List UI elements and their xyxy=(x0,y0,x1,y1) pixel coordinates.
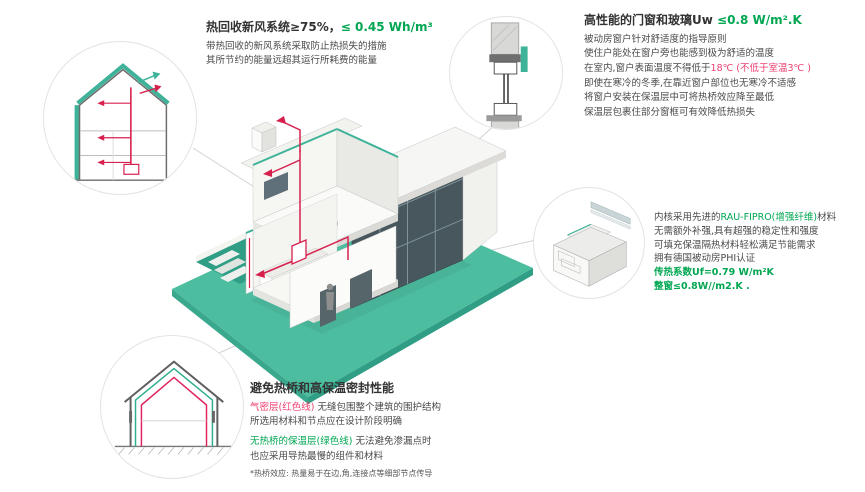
body-line: 所选用材料和节点应在设计阶段明确 xyxy=(250,416,403,428)
heat-recovery-unit xyxy=(291,239,307,265)
thermal-bridge-note: *热桥效应: 热量易于在边,角,连接点等细部节点传导 xyxy=(250,469,433,479)
windows-title: 高性能的门窗和玻璃Uw ≤0.8 W/m².K xyxy=(584,13,859,29)
body-line: 无需额外补强,具有超强的稳定性和强度 xyxy=(654,225,819,237)
duct-arrows xyxy=(255,116,286,278)
window-u-value-line: 整窗≤0.8W//m2.K . xyxy=(654,280,750,292)
inset-window-profile xyxy=(533,187,645,299)
body-line: 保温层包裹住部分窗框可有效降低热损失 xyxy=(584,107,756,119)
ventilation-ducts xyxy=(248,120,349,288)
windows-body: 被动房窗户针对舒适度的指导原则 使住户能处在窗户旁也能感到极为舒适的温度 在室内… xyxy=(584,33,859,121)
ventilation-section-illustration xyxy=(71,63,173,181)
heat-recovery-body: 带热回收的新风系统采取防止热损失的措施 其所节约的能量远超其运行所耗费的能量 xyxy=(206,40,474,69)
u-value-line: 传热系数Uf=0.79 W/m²K xyxy=(654,267,774,279)
material-body: 内核采用先进的RAU-FIPRO(增强纤维)材料 无需额外补强,具有超强的稳定性… xyxy=(654,211,862,294)
body-line: 即使在寒冷的冬季,在靠近窗户部位也无寒冷不适感 xyxy=(584,77,797,89)
callout-windows: 高性能的门窗和玻璃Uw ≤0.8 W/m².K 被动房窗户针对舒适度的指导原则 … xyxy=(584,13,859,121)
windows-title-text: 高性能的门窗和玻璃Uw xyxy=(584,13,718,27)
thermal-envelope-illustration xyxy=(114,360,232,455)
window-installation-illustration xyxy=(486,22,528,129)
heat-recovery-title-text: 热回收新风系统≥75%， xyxy=(206,20,341,34)
body-line: 气密层(红色线) 无缝包围整个建筑的围护结构 xyxy=(250,401,441,413)
callout-frame-material: 内核采用先进的RAU-FIPRO(增强纤维)材料 无需额外补强,具有超强的稳定性… xyxy=(654,211,862,294)
inset-ventilation-section xyxy=(43,41,197,195)
house-cutaway xyxy=(240,117,507,329)
heat-recovery-title: 热回收新风系统≥75%，≤ 0.45 Wh/m³ xyxy=(206,20,474,36)
thermal-bridge-body: 气密层(红色线) 无缝包围整个建筑的围护结构 所选用材料和节点应在设计阶段明确 … xyxy=(250,401,535,481)
callout-heat-recovery: 热回收新风系统≥75%，≤ 0.45 Wh/m³ 带热回收的新风系统采取防止热损… xyxy=(206,20,474,69)
body-line: 被动房窗户针对舒适度的指导原则 xyxy=(584,33,727,45)
body-line: 在室内,窗户表面温度不得低于18℃ (不低于室温3℃ ) xyxy=(584,63,811,75)
body-line: 带热回收的新风系统采取防止热损失的措施 xyxy=(206,40,387,52)
front-window xyxy=(350,269,372,309)
body-line: 其所节约的能量远超其运行所耗费的能量 xyxy=(206,55,378,67)
body-line: 也应采用导热最慢的组件和材料 xyxy=(250,450,384,462)
body-line: 拥有德国被动房PHI认证 xyxy=(654,253,756,265)
window-profile-illustration xyxy=(552,201,631,287)
body-line: 内核采用先进的RAU-FIPRO(增强纤维)材料 xyxy=(654,212,837,223)
body-line: 无热桥的保温层(绿色线) 无法避免渗漏点时 xyxy=(250,436,432,448)
heat-recovery-title-value: ≤ 0.45 Wh/m³ xyxy=(340,20,433,34)
person-figure xyxy=(326,283,334,310)
inset-window-installation xyxy=(449,16,563,130)
body-line: 可填充保温隔热材料轻松满足节能需求 xyxy=(654,239,816,251)
thermal-bridge-title: 避免热桥和高保温密封性能 xyxy=(250,381,395,395)
windows-title-value: ≤0.8 W/m².K xyxy=(717,13,802,27)
inset-thermal-envelope xyxy=(100,335,244,479)
body-line: 使住户能处在窗户旁也能感到极为舒适的温度 xyxy=(584,48,775,60)
callout-thermal-bridge: 避免热桥和高保温密封性能 气密层(红色线) 无缝包围整个建筑的围护结构 所选用材… xyxy=(250,381,535,481)
body-line: 将窗户安装在保温层中可将热桥效应降至最低 xyxy=(584,92,775,104)
